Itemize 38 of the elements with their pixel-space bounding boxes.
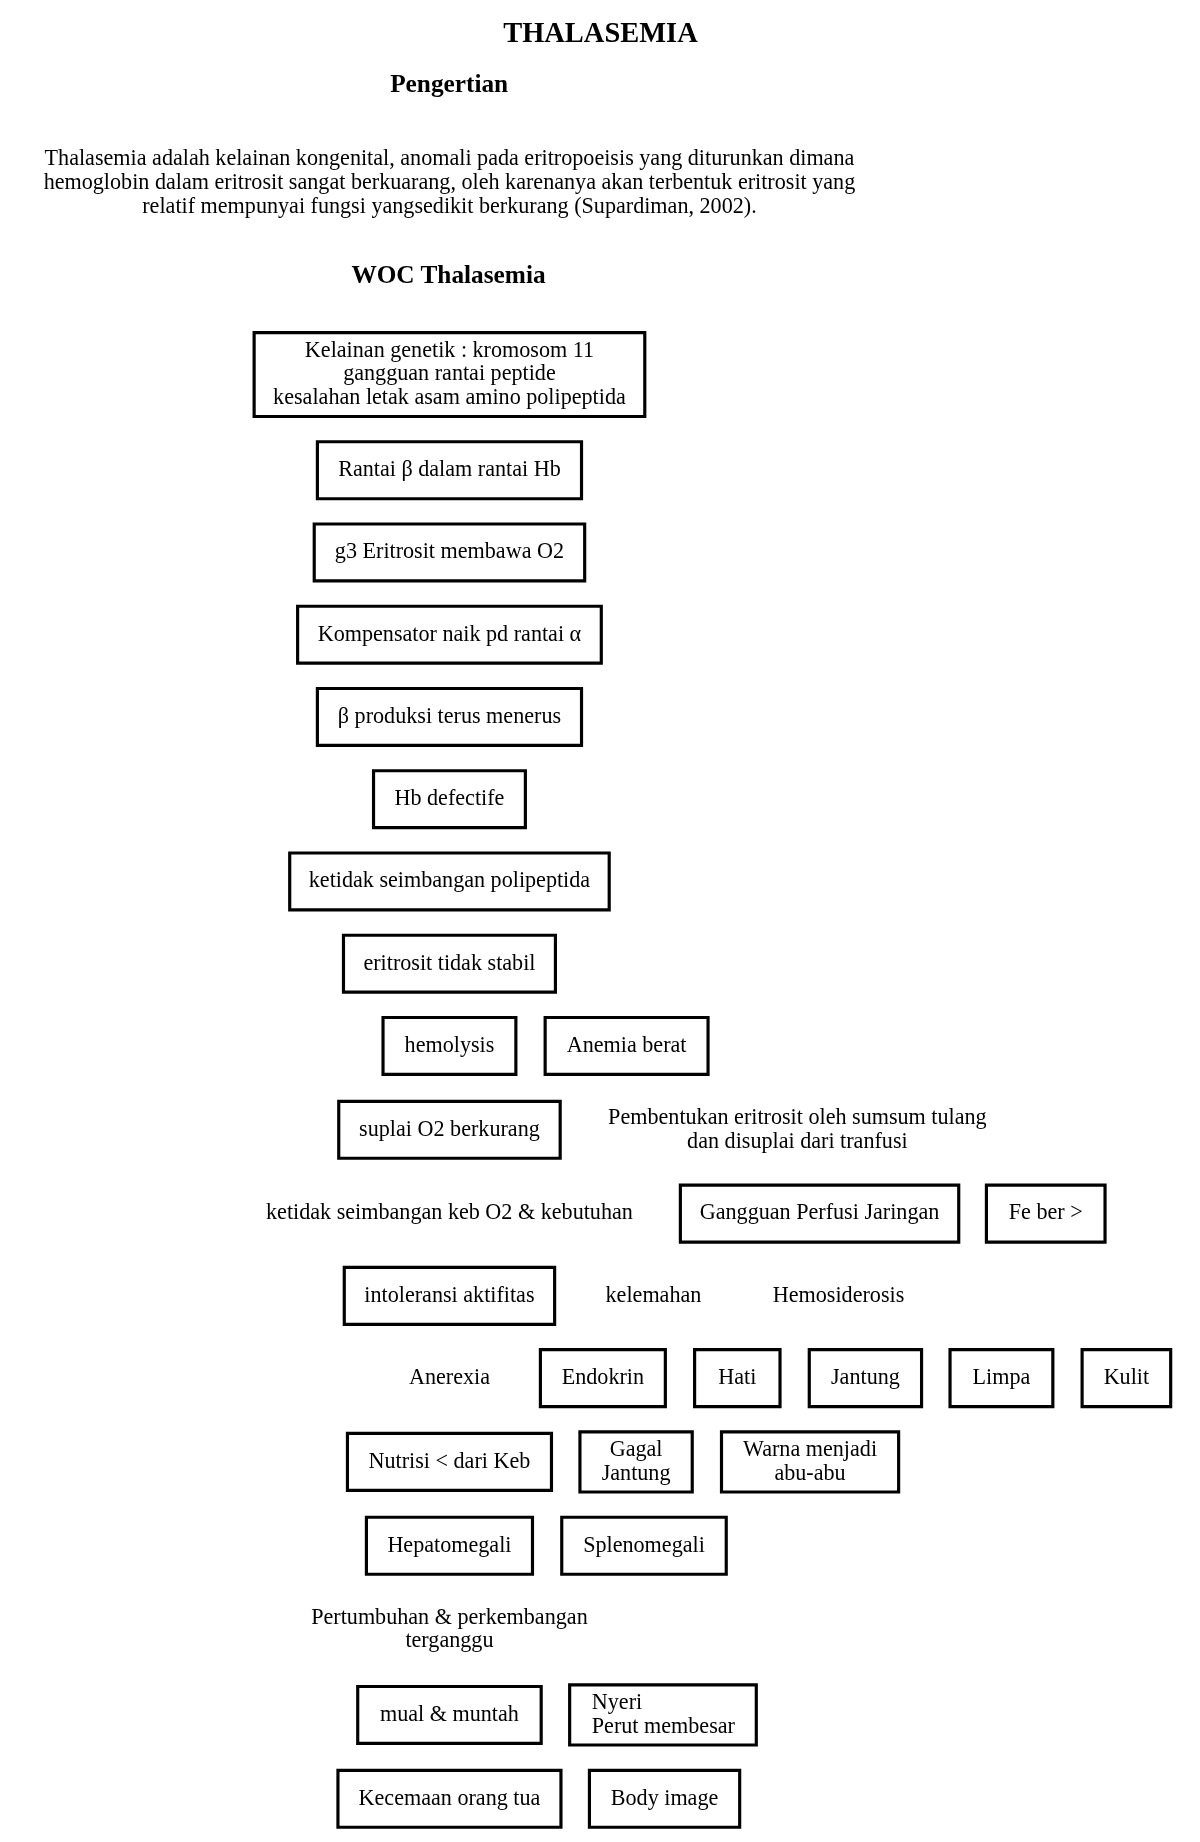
node-box: Hati <box>692 1348 782 1409</box>
label: WOC Thalasemia <box>350 260 546 289</box>
node-box: Hb defectife <box>371 769 527 830</box>
label: Thalasemia adalah kelainan kongenital, anomali pada eritropoeisis yang diturunkan dimana hemoglobin dalam eritrosit sangat berkuarang, oleh karenanya akan terbentuk eritrosit yang relatif mempunyai fungsi yangsedikit berkurang (Supardiman, 2002). <box>43 145 855 218</box>
node-box: Hepatomegali <box>364 1515 534 1576</box>
node-box: Kecemaan orang tua <box>335 1768 563 1829</box>
label: ketidak seimbangan keb O2 & kebutuhan <box>265 1199 633 1225</box>
node-box: Endokrin <box>538 1348 667 1409</box>
node-box: g3 Eritrosit membawa O2 <box>312 522 586 583</box>
label: Pengertian <box>389 68 508 97</box>
node-box: Gagal Jantung <box>577 1430 694 1494</box>
label: kelemahan <box>605 1281 701 1307</box>
node-box: Body image <box>587 1768 741 1829</box>
node-box: Anemia berat <box>543 1015 710 1076</box>
node-box: Fe ber > <box>984 1183 1107 1244</box>
label: Hemosiderosis <box>772 1281 904 1307</box>
label: Pembentukan eritrosit oleh sumsum tulang dan disuplai dari tranfusi <box>607 1103 987 1153</box>
node-box: Kelainan genetik : kromosom 11 gangguan rantai peptide kesalahan letak asam amino polipeptida <box>252 331 646 419</box>
label: Anerexia <box>408 1363 490 1389</box>
node-box: eritrosit tidak stabil <box>341 933 557 994</box>
node-box: β produksi terus menerus <box>315 686 583 748</box>
node-box: Jantung <box>807 1348 923 1409</box>
label: Pertumbuhan & perkembangan terganggu <box>310 1603 588 1653</box>
diagram-title: THALASEMIA <box>502 17 698 49</box>
node-box: intoleransi aktifitas <box>342 1265 556 1326</box>
node-box: Limpa <box>947 1348 1054 1409</box>
node-box: hemolysis <box>380 1015 517 1076</box>
node-box: Kulit <box>1080 1348 1172 1409</box>
node-box: Gangguan Perfusi Jaringan <box>678 1183 960 1244</box>
node-box: Nyeri Perut membesar <box>567 1683 758 1747</box>
node-box: Rantai β dalam rantai Hb <box>315 440 583 501</box>
node-box: Kompensator naik pd rantai α <box>295 604 603 665</box>
node-box: suplai O2 berkurang <box>336 1099 562 1160</box>
node-box: Splenomegali <box>559 1515 728 1576</box>
node-box: mual & muntah <box>355 1684 543 1745</box>
node-box: Warna menjadi abu-abu <box>719 1430 900 1494</box>
node-box: Nutrisi < dari Keb <box>345 1431 553 1492</box>
node-box: ketidak seimbangan polipeptida <box>287 851 611 912</box>
